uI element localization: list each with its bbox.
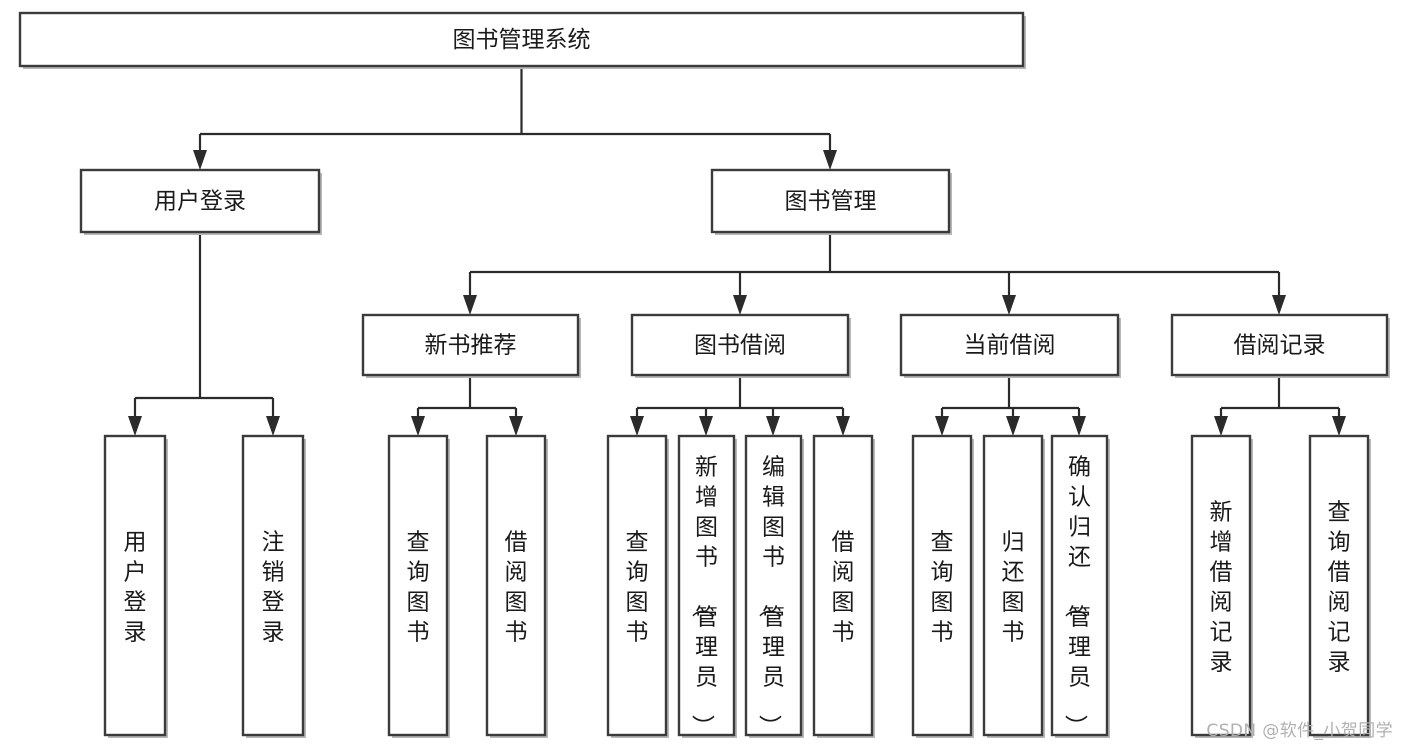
arrowhead-leaf-query-book-2 [630, 416, 644, 436]
level2-node-label: 图书管理 [785, 189, 877, 215]
leaf-node-label: 归还图书 [1002, 530, 1025, 646]
leaf-node-label: 借阅图书 [505, 530, 528, 646]
arrowhead-borrow-record [1272, 295, 1286, 315]
root-node-label: 图书管理系统 [453, 27, 591, 53]
node-layer [18, 11, 1390, 738]
leaf-node-box[interactable] [103, 434, 167, 737]
arrowhead-leaf-logout [266, 416, 280, 436]
arrowhead-leaf-query-book-1 [411, 416, 425, 436]
level3-node-box[interactable] [899, 313, 1120, 377]
arrowhead-leaf-add-book [699, 416, 713, 436]
arrowhead-book-manage [823, 150, 837, 170]
arrowhead-new-book-recommend [463, 295, 477, 315]
arrowhead-book-borrow [733, 295, 747, 315]
leaf-node-label: 新增借阅记录 [1210, 500, 1233, 676]
level3-node-box[interactable] [630, 313, 850, 377]
level3-node-box[interactable] [1170, 313, 1389, 377]
leaf-node-box[interactable] [485, 434, 547, 737]
leaf-node-box[interactable] [744, 434, 803, 737]
arrowhead-leaf-user-login [128, 416, 142, 436]
level3-node-label: 当前借阅 [964, 333, 1056, 359]
leaf-node-label: 确认归还（管理员） [1062, 455, 1091, 738]
level2-node-box[interactable] [79, 168, 321, 234]
level3-node-label: 图书借阅 [694, 333, 786, 359]
arrowhead-leaf-edit-book [766, 416, 780, 436]
leaf-node-box[interactable] [387, 434, 449, 737]
leaf-node-label: 查询借阅记录 [1328, 500, 1351, 676]
level2-node-box[interactable] [710, 168, 951, 234]
connector-layer [128, 66, 1346, 436]
arrowhead-leaf-confirm-return [1072, 416, 1086, 436]
leaf-node-box[interactable] [677, 434, 736, 737]
leaf-node-label: 用户登录 [124, 530, 147, 646]
leaf-node-label: 注销登录 [262, 530, 285, 646]
leaf-node-box[interactable] [1050, 434, 1109, 737]
arrowhead-leaf-borrow-book-2 [836, 416, 850, 436]
leaf-node-box[interactable] [241, 434, 305, 737]
leaf-node-label: 查询图书 [931, 530, 954, 646]
leaf-node-box[interactable] [1308, 434, 1370, 737]
leaf-node-box[interactable] [982, 434, 1044, 737]
leaf-node-label: 查询图书 [626, 530, 649, 646]
level2-node-label: 用户登录 [154, 189, 246, 215]
arrowhead-leaf-return-book [1006, 416, 1020, 436]
arrowhead-user-login [193, 150, 207, 170]
arrowhead-leaf-query-book-3 [935, 416, 949, 436]
level3-node-label: 借阅记录 [1234, 333, 1326, 359]
leaf-node-box[interactable] [911, 434, 973, 737]
leaf-node-box[interactable] [606, 434, 668, 737]
label-layer: 图书管理系统用户登录图书管理新书推荐图书借阅当前借阅借阅记录用户登录注销登录查询… [124, 27, 1351, 738]
arrowhead-leaf-query-record [1332, 416, 1346, 436]
level3-node-box[interactable] [361, 313, 580, 377]
level3-node-label: 新书推荐 [425, 333, 517, 359]
arrowhead-current-borrow [1002, 295, 1016, 315]
arrowhead-leaf-borrow-book-1 [509, 416, 523, 436]
leaf-node-label: 查询图书 [407, 530, 430, 646]
leaf-node-box[interactable] [812, 434, 874, 737]
leaf-node-label: 编辑图书（管理员） [756, 455, 785, 738]
leaf-node-label: 新增图书（管理员） [689, 455, 718, 738]
arrowhead-leaf-add-record [1214, 416, 1228, 436]
leaf-node-box[interactable] [1190, 434, 1252, 737]
leaf-node-label: 借阅图书 [832, 530, 855, 646]
root-node-box[interactable] [18, 11, 1025, 68]
